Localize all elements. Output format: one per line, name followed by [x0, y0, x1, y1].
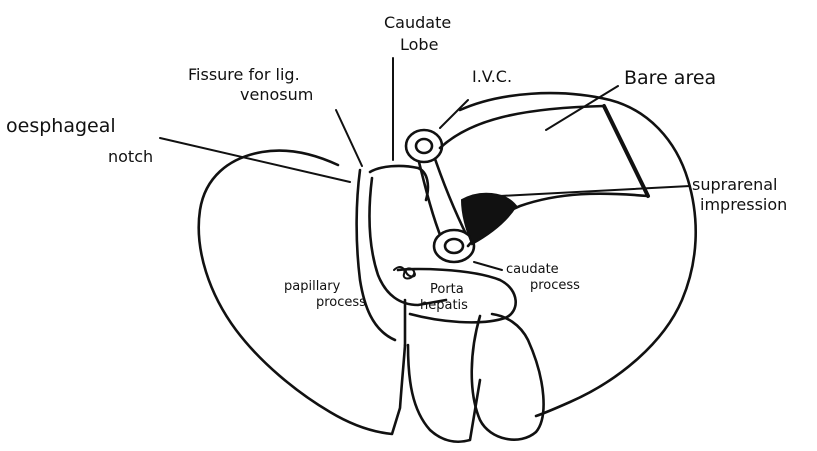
caudate-lobe-label-2: Lobe [400, 35, 438, 54]
oesophageal-label-1: oesphageal [6, 115, 116, 137]
gallbladder-outline [472, 314, 544, 440]
oesophageal-label-2: notch [108, 147, 153, 166]
papillary-process [394, 267, 415, 278]
papillary-label-1: papillary [284, 279, 341, 294]
caudate-process-label-1: caudate [506, 262, 559, 277]
ivc-lower-ring-inner [445, 239, 463, 253]
fissure-label-2: venosum [240, 85, 313, 104]
suprarenal-label-1: suprarenal [692, 175, 777, 194]
bare-area-label: Bare area [624, 67, 716, 89]
suprarenal-label-2: impression [700, 195, 787, 214]
porta-label-1: Porta [430, 282, 464, 297]
ivc-label: I.V.C. [472, 67, 512, 86]
caudate-lobe-label-1: Caudate [384, 13, 451, 32]
papillary-label-2: process [316, 295, 366, 310]
fissure-label-1: Fissure for lig. [188, 65, 300, 84]
fissure-left-wall [357, 170, 395, 340]
leader-oesophageal [160, 138, 350, 182]
caudate-process-label-2: process [530, 278, 580, 293]
leader-caudate-process [474, 262, 502, 270]
ivc-upper-ring-inner [416, 139, 432, 153]
porta-label-2: hepatis [420, 298, 468, 313]
leader-fissure [336, 110, 362, 166]
bare-area-right-edge [604, 106, 648, 196]
leader-ivc [440, 100, 468, 128]
fissure-right-wall [370, 166, 428, 200]
suprarenal-impression [462, 194, 516, 244]
